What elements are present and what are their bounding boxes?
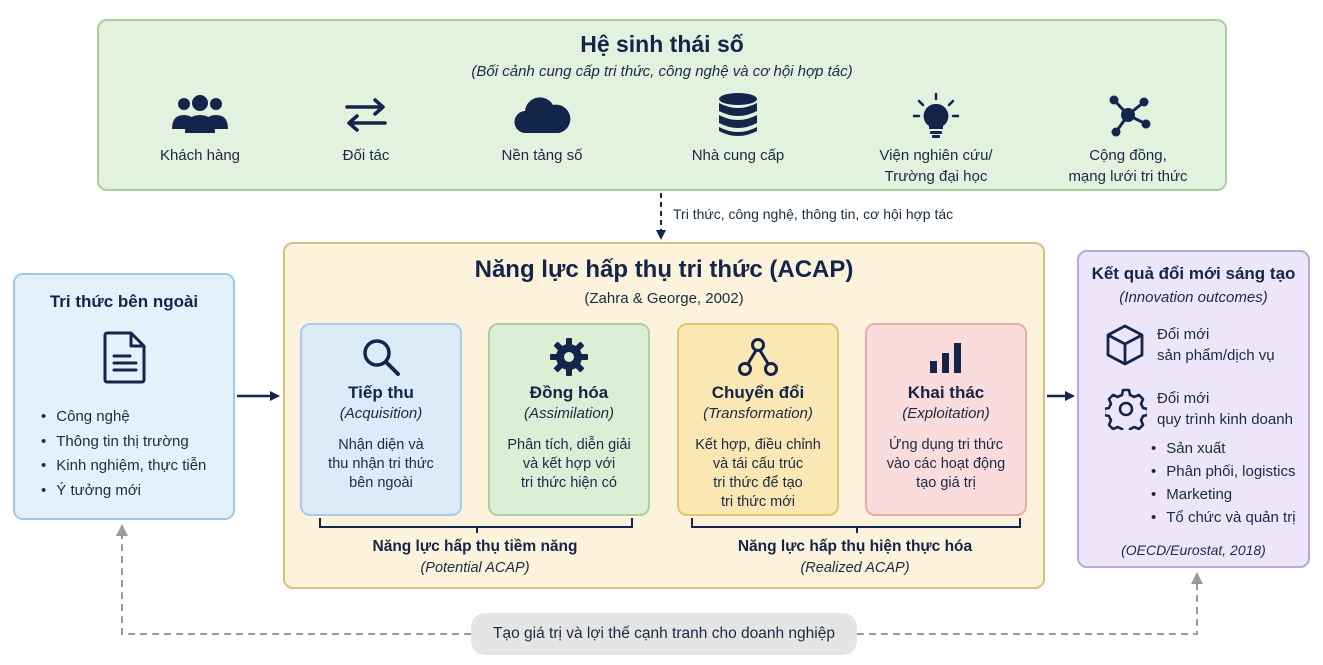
acap-panel: Năng lực hấp thụ tri thức (ACAP) (Zahra … <box>283 242 1045 589</box>
acap-subtitle: (Zahra & George, 2002) <box>584 290 744 307</box>
bar-chart-icon <box>867 335 1025 379</box>
value-creation-feedback: Tạo giá trị và lợi thế cạnh tranh cho do… <box>471 613 857 655</box>
ecosystem-title: Hệ sinh thái số <box>580 31 744 57</box>
ecosystem-item-research-institutes: Viện nghiên cứu/ Trường đại học <box>851 91 1021 187</box>
step-description: Ứng dụng tri thức vào các hoạt động tạo … <box>886 437 1006 491</box>
feedback-loop-right <box>857 572 1203 635</box>
outcomes-source: (OECD/Eurostat, 2018) <box>1121 542 1266 558</box>
ecosystem-item-label: Cộng đồng, mạng lưới tri thức <box>1068 147 1188 185</box>
list-item: Ý tưởng mới <box>41 479 206 504</box>
document-icon <box>103 330 147 389</box>
potential-acap-label: Năng lực hấp thụ tiềm năng (Potential AC… <box>319 538 631 576</box>
group-english: (Potential ACAP) <box>420 560 530 576</box>
step-description: Kết hợp, điều chỉnh và tái cấu trúc tri … <box>695 437 821 510</box>
flow-label: Tri thức, công nghệ, thông tin, cơ hội h… <box>673 206 954 222</box>
gear-icon <box>490 335 648 379</box>
ecosystem-item-label: Viện nghiên cứu/ Trường đại học <box>879 147 993 185</box>
feedback-loop-left <box>116 524 471 635</box>
nodes-icon <box>679 335 837 379</box>
process-innovation-label: Đổi mới quy trình kinh doanh <box>1157 390 1293 428</box>
step-english: (Transformation) <box>703 405 813 422</box>
ecosystem-item-label: Nền tảng số <box>501 147 583 164</box>
network-icon <box>1043 91 1213 139</box>
step-title: Đồng hóa <box>529 383 609 402</box>
database-icon <box>653 91 823 139</box>
step-english: (Exploitation) <box>902 405 990 422</box>
step-description: Nhận diện và thu nhận tri thức bên ngoài <box>328 437 434 491</box>
exchange-arrows-icon <box>281 91 451 139</box>
list-item: Thông tin thị trường <box>41 430 206 455</box>
realized-acap-bracket <box>691 518 1021 533</box>
step-acquisition: Tiếp thu (Acquisition) Nhận diện và thu … <box>300 323 462 516</box>
realized-acap-label: Năng lực hấp thụ hiện thực hóa (Realized… <box>691 538 1019 576</box>
gear-outline-icon <box>1102 388 1150 436</box>
ecosystem-panel: Hệ sinh thái số (Bối cảnh cung cấp tri t… <box>97 19 1227 191</box>
ecosystem-item-customers: Khách hàng <box>115 91 285 166</box>
step-title: Khai thác <box>907 383 985 402</box>
ecosystem-item-label: Nhà cung cấp <box>691 147 785 164</box>
process-innovation-list: Sản xuất Phân phối, logistics Marketing … <box>1151 437 1296 529</box>
acap-title: Năng lực hấp thụ tri thức (ACAP) <box>474 256 854 283</box>
step-title: Tiếp thu <box>348 383 414 402</box>
lightbulb-icon <box>851 91 1021 139</box>
cube-icon <box>1105 324 1145 371</box>
ecosystem-item-community: Cộng đồng, mạng lưới tri thức <box>1043 91 1213 187</box>
external-knowledge-title: Tri thức bên ngoài <box>49 292 199 311</box>
list-item: Công nghệ <box>41 405 206 430</box>
product-innovation-label: Đổi mới sản phẩm/dịch vụ <box>1157 326 1275 364</box>
external-knowledge-list: Công nghệ Thông tin thị trường Kinh nghi… <box>41 405 206 503</box>
ecosystem-item-partners: Đối tác <box>281 91 451 166</box>
outcomes-title: Kết quả đổi mới sáng tạo <box>1091 264 1296 283</box>
cloud-icon <box>457 91 627 139</box>
list-item: Kinh nghiệm, thực tiễn <box>41 454 206 479</box>
innovation-outcomes-panel: Kết quả đổi mới sáng tạo (Innovation out… <box>1077 250 1310 568</box>
group-english: (Realized ACAP) <box>800 560 910 576</box>
list-item: Phân phối, logistics <box>1151 460 1296 483</box>
group-title: Năng lực hấp thụ hiện thực hóa <box>737 538 973 555</box>
step-title: Chuyển đổi <box>711 383 805 402</box>
group-title: Năng lực hấp thụ tiềm năng <box>372 538 578 555</box>
list-item: Sản xuất <box>1151 437 1296 460</box>
step-transformation: Chuyển đổi (Transformation) Kết hợp, điề… <box>677 323 839 516</box>
step-english: (Assimilation) <box>523 405 614 422</box>
ecosystem-item-digital-platform: Nền tảng số <box>457 91 627 166</box>
people-icon <box>115 91 285 139</box>
ecosystem-item-label: Đối tác <box>342 147 390 164</box>
list-item: Marketing <box>1151 483 1296 506</box>
outcomes-subtitle: (Innovation outcomes) <box>1119 289 1268 306</box>
ecosystem-item-label: Khách hàng <box>159 147 241 164</box>
step-description: Phân tích, diễn giải và kết hợp với tri … <box>507 437 631 491</box>
step-assimilation: Đồng hóa (Assimilation) Phân tích, diễn … <box>488 323 650 516</box>
external-knowledge-panel: Tri thức bên ngoài Công nghệ Thông tin t… <box>13 273 235 520</box>
potential-acap-bracket <box>319 518 633 533</box>
step-english: (Acquisition) <box>339 405 423 422</box>
magnifier-icon <box>302 335 460 379</box>
list-item: Tổ chức và quản trị <box>1151 506 1295 529</box>
step-exploitation: Khai thác (Exploitation) Ứng dụng tri th… <box>865 323 1027 516</box>
ecosystem-subtitle: (Bối cảnh cung cấp tri thức, công nghệ v… <box>471 63 853 80</box>
ecosystem-item-suppliers: Nhà cung cấp <box>653 91 823 166</box>
